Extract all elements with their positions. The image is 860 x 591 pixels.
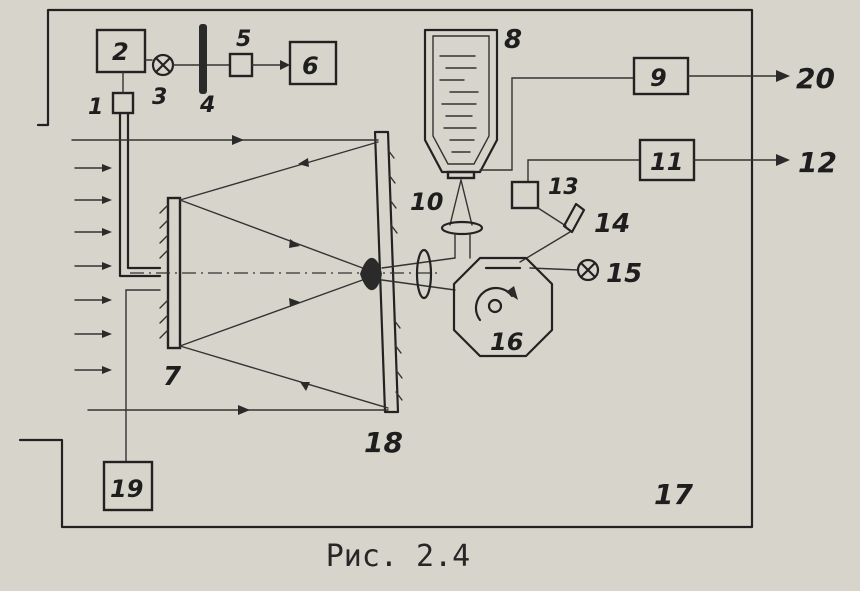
label-7: 7 [163,362,182,392]
beam-14 [519,231,571,263]
block-5 [228,52,254,78]
label-19: 19 [110,475,143,503]
label-4: 4 [199,93,215,118]
primary-mirror-18 [373,130,403,414]
arrow-11-12 [776,154,790,166]
link-dewar-9 [479,77,635,171]
label-9: 9 [650,64,667,92]
lens-10 [440,220,484,236]
lamp-15-icon [576,258,600,282]
label-20: 20 [796,62,835,95]
label-17: 17 [654,478,693,511]
lens [415,248,433,300]
label-1: 1 [88,95,103,120]
housing-outline [18,8,754,529]
label-2: 2 [112,38,129,66]
photodiode-14-icon [562,202,586,234]
lamp-3-icon [151,53,175,77]
figure-caption: Рис. 2.4 [326,539,471,574]
label-8: 8 [504,25,522,55]
light-guide [118,111,162,278]
block-2 [95,28,147,74]
label-5: 5 [236,27,251,52]
central-lens [360,257,382,291]
label-16: 16 [490,328,523,356]
label-3: 3 [152,85,167,110]
link-19 [125,289,161,463]
label-11: 11 [650,148,683,176]
block-6 [288,40,338,86]
label-13: 13 [548,175,579,200]
dewar-8 [423,28,499,180]
arrow-9-20 [776,70,790,82]
block-19 [102,460,154,512]
beam-15 [529,267,579,271]
arrow-5-6 [280,60,290,70]
label-6: 6 [302,52,319,80]
link-13-11 [527,159,641,183]
incoming-radiation-arrows [74,164,112,374]
beam-10a [449,179,462,226]
sensor-1 [111,91,135,115]
label-18: 18 [364,426,403,459]
block-13 [510,180,540,210]
label-10: 10 [410,188,443,216]
label-15: 15 [606,259,642,289]
optical-rays [71,135,389,415]
beam-10b [460,179,473,226]
modulator-16 [452,256,554,358]
label-14: 14 [594,209,630,239]
modulator-disk-4 [199,24,207,94]
label-12: 12 [798,146,837,179]
link-13-14 [537,207,567,227]
